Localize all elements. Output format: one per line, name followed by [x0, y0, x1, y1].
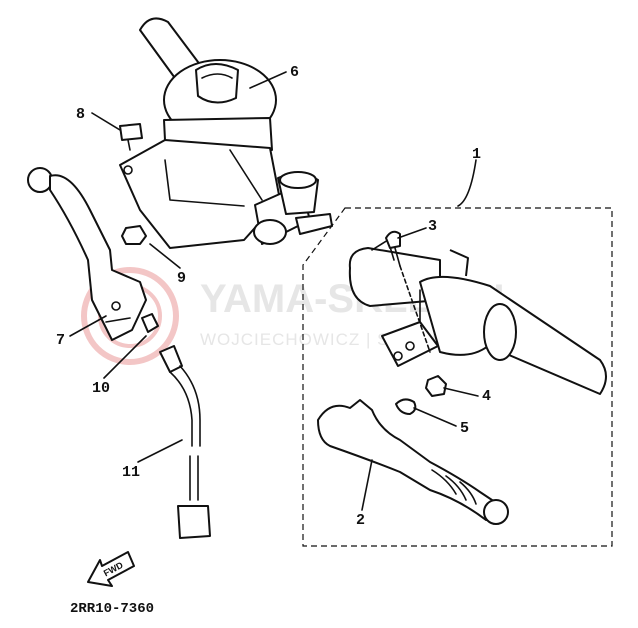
- callout-2: 2: [356, 512, 365, 529]
- callout-5: 5: [460, 420, 469, 437]
- bolt-8: [119, 123, 143, 151]
- fwd-arrow-icon: FWD: [87, 551, 135, 587]
- callout-10: 10: [92, 380, 110, 397]
- callout-7: 7: [56, 332, 65, 349]
- switch-11: [159, 345, 211, 539]
- nut-9: [121, 225, 147, 245]
- lever-2: [317, 399, 509, 525]
- nut-4: [425, 375, 447, 397]
- callout-6: 6: [290, 64, 299, 81]
- callout-4: 4: [482, 388, 491, 405]
- assembly-1-box: [302, 207, 613, 547]
- screw-3: [385, 230, 431, 353]
- leader-lines: [69, 71, 479, 511]
- watermark-logo-icon: [81, 267, 179, 365]
- washer-5: [395, 398, 417, 415]
- callout-11: 11: [122, 464, 140, 481]
- callout-1: 1: [472, 146, 481, 163]
- adjuster-10: [141, 313, 159, 333]
- callout-3: 3: [428, 218, 437, 235]
- callout-8: 8: [76, 106, 85, 123]
- callout-9: 9: [177, 270, 186, 287]
- diagram-code: 2RR10-7360: [70, 601, 154, 617]
- throttle-housing: [119, 17, 333, 249]
- assembly-1: [348, 239, 607, 395]
- lever-7: [27, 167, 147, 341]
